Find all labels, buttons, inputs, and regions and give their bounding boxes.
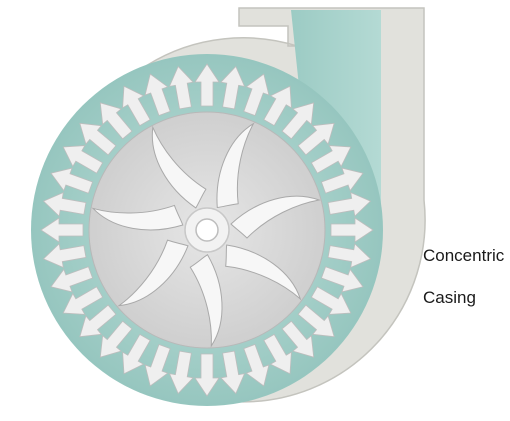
casing-label-line-1: Concentric <box>423 246 504 265</box>
casing-label: Concentric Casing <box>423 224 504 308</box>
casing-label-line-2: Casing <box>423 288 476 307</box>
shaft-bore <box>196 219 218 241</box>
